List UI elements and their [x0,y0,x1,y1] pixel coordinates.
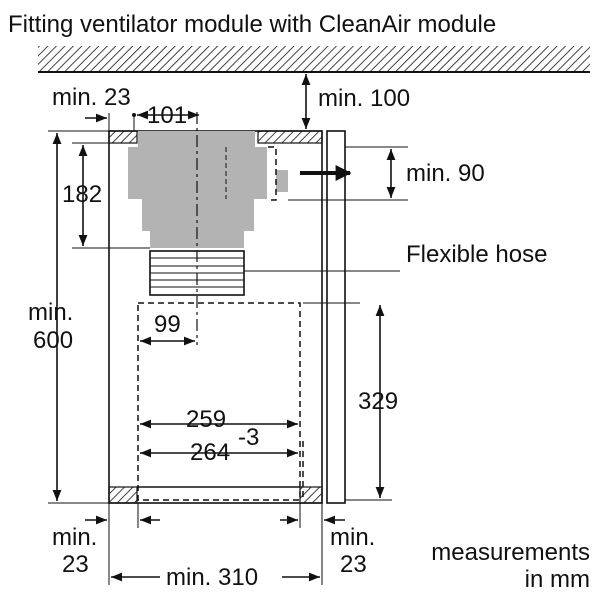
dim-min-23-bottom-right: min. 23 [321,503,375,585]
svg-text:min. 310: min. 310 [166,564,258,591]
svg-text:101: 101 [147,102,187,129]
svg-text:-3: -3 [238,424,259,451]
svg-text:min. 100: min. 100 [318,85,410,112]
dim-min-23-bottom-left: min. 23 [52,515,107,578]
dim-min-23-top: min. 23 [52,84,131,131]
outlet-stub [276,170,288,192]
svg-text:min. 23: min. 23 [52,84,131,111]
dim-182: 182 [62,142,150,249]
svg-text:99: 99 [154,311,181,338]
ceiling [38,46,590,73]
svg-text:min. 90: min. 90 [406,160,485,187]
flexible-hose [149,250,400,296]
ventilator-module [128,112,288,345]
svg-text:600: 600 [33,327,73,354]
svg-text:182: 182 [62,181,102,208]
svg-text:measurements: measurements [431,539,590,566]
bottom-board-left [108,486,138,504]
svg-text:259: 259 [186,406,226,433]
dim-min-310: min. 310 [108,503,320,591]
dim-min-100: min. 100 [301,74,410,129]
dim-329: 329 [345,305,398,501]
svg-text:min.: min. [52,524,97,551]
svg-text:264: 264 [190,439,230,466]
svg-text:23: 23 [62,551,89,578]
dim-259: 259 [140,406,298,433]
dim-99: 99 [140,311,195,346]
top-board-left [108,130,138,144]
cabinet-frame [108,130,346,504]
svg-text:in mm: in mm [525,566,590,593]
svg-text:329: 329 [358,388,398,415]
units-note: measurements in mm [431,539,590,593]
dim-101: 101 [132,102,199,131]
dim-bottom-module [137,503,301,528]
svg-text:min.: min. [28,299,73,326]
dim-min-600: min. 600 [28,130,109,504]
svg-text:min.: min. [330,524,375,551]
cleanair-module [137,302,360,501]
top-board-right [257,130,323,144]
svg-text:23: 23 [340,551,367,578]
flexible-hose-label: Flexible hose [406,241,547,268]
dim-min-90: min. 90 [288,146,485,201]
diagram-title: Fitting ventilator module with CleanAir … [8,11,496,38]
dim-264: 264 -3 [140,424,304,500]
